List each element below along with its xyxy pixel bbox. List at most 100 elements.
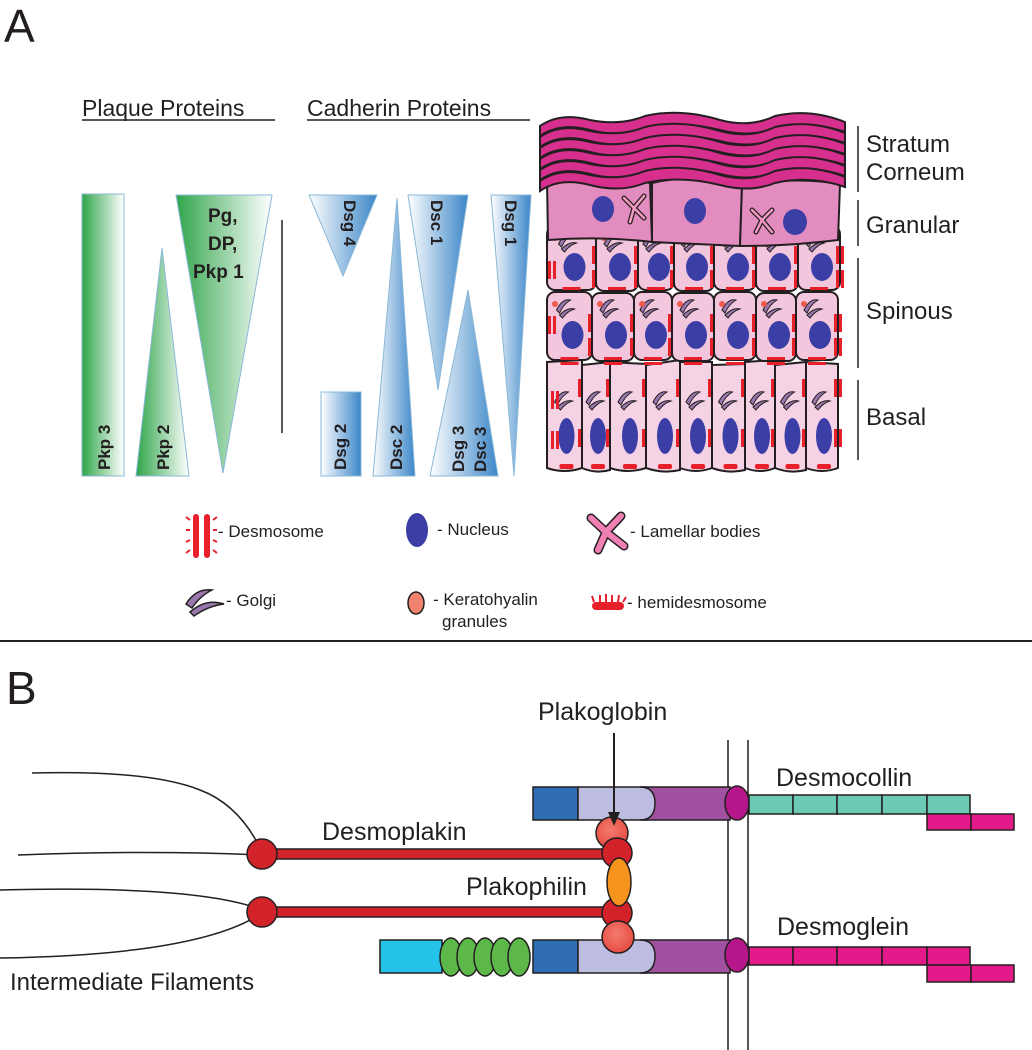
nucleus (648, 253, 670, 281)
corneum-label: Corneum (866, 159, 965, 186)
dp-label: DP, (208, 234, 237, 255)
pkp2-wedge (135, 247, 190, 477)
pkp3-wedge (81, 193, 125, 477)
desmoplakin-head (246, 838, 278, 870)
keratohyalin-granule (677, 301, 683, 307)
desmoglein-cyto-blue (532, 939, 579, 974)
nucleus (609, 253, 631, 281)
hemidesmosome (785, 464, 800, 469)
nucleus (558, 418, 575, 454)
desmosome (548, 261, 556, 279)
keratohyalin-granule (801, 301, 807, 307)
nucleus (685, 321, 707, 349)
golgi (617, 391, 638, 411)
desmosome (767, 357, 785, 365)
dsc2-wedge (372, 197, 416, 477)
pg-label: Pg, (208, 206, 238, 227)
keratohyalin-granule (597, 301, 603, 307)
basal-cell (679, 361, 713, 472)
desmocollin-cyto-blue (532, 786, 579, 821)
desmosome (808, 357, 826, 365)
stratum-corneum (539, 111, 846, 193)
golgi (599, 299, 620, 319)
golgi (685, 391, 706, 411)
nucleus (592, 196, 614, 222)
basal-cell (711, 362, 746, 473)
nucleus (690, 418, 706, 454)
dsg4-wedge (308, 194, 378, 278)
intermediate-filament (17, 851, 263, 856)
plakophilin-label: Plakophilin (466, 873, 587, 901)
desmosome (551, 391, 559, 409)
dsg2-wedge (320, 391, 362, 477)
nucleus (563, 253, 586, 281)
desmoglein-extracellular (748, 946, 1015, 983)
keratohyalin-granule (639, 301, 645, 307)
lamellar-body (622, 194, 646, 224)
pkp3-label: Pkp 3 (95, 425, 114, 470)
legend-hemidesmosome: - hemidesmosome (627, 593, 767, 612)
nucleus (727, 321, 749, 349)
dsc2-label: Dsc 2 (387, 425, 406, 470)
golgi (803, 299, 824, 319)
basal-cell (774, 360, 807, 473)
golgi (811, 391, 832, 411)
desmocollin-cyto-lavender (577, 786, 661, 821)
golgi (749, 391, 770, 411)
desmocollin-cyto-purple (639, 786, 731, 821)
plakoglobin-bottom (601, 920, 635, 954)
nucleus (657, 418, 673, 454)
nucleus (686, 253, 708, 281)
legend-golgi: - Golgi (226, 591, 276, 610)
hemidesmosome (755, 464, 769, 469)
panel-a-label: A (4, 0, 35, 52)
keratohyalin-granule (552, 301, 558, 307)
nucleus (622, 418, 638, 454)
desmoglein-cyan-domain (379, 939, 443, 974)
dsg4-label: Dsg 4 (340, 200, 359, 247)
pkp1-label: Pkp 1 (193, 262, 244, 283)
basal-layer (546, 358, 842, 473)
desmocollin-label: Desmocollin (776, 764, 912, 792)
desmosome-icon (185, 514, 218, 558)
basal-cell (805, 360, 839, 472)
nucleus (768, 321, 790, 349)
keratohyalin-icon (407, 591, 425, 615)
legend-granules: granules (442, 612, 507, 631)
panel-b-label: B (6, 662, 37, 714)
spinous-layer (546, 225, 844, 365)
basal-cell (546, 358, 583, 472)
golgi (679, 299, 700, 319)
basal-cell (645, 358, 681, 473)
hemidesmosome (723, 464, 738, 469)
keratohyalin-granule (761, 301, 767, 307)
epidermis-illustration: Stratum Corneum Granular Spinous Basal (539, 111, 965, 473)
hemidesmosome (691, 464, 705, 469)
nucleus (754, 418, 770, 454)
dsc1-wedge (407, 194, 469, 391)
plakophilin (606, 857, 632, 907)
desmocollin-transmembrane (724, 785, 750, 821)
dsc1-label: Dsc 1 (427, 200, 446, 245)
lamellar-bodies-icon (586, 511, 629, 555)
nucleus (783, 209, 807, 235)
hemidesmosome-icon (591, 594, 627, 610)
plaque-wedges: Pkp 3 Pkp 2 Pg, DP, Pkp 1 (81, 193, 283, 477)
dsg2-label: Dsg 2 (331, 424, 350, 470)
legend-desmosome: - Desmosome (218, 522, 324, 541)
desmocollin-extracellular (748, 794, 1015, 831)
cadherin-proteins-header: Cadherin Proteins (307, 95, 491, 121)
keratohyalin-granule (719, 301, 725, 307)
dsg1-wedge (490, 194, 532, 477)
desmoplakin-label: Desmoplakin (322, 818, 467, 846)
intermediate-filament (0, 912, 263, 959)
desmosome (834, 379, 842, 397)
plakoglobin-arrowhead (608, 812, 620, 826)
desmosome (644, 357, 662, 365)
desmosome (834, 429, 842, 447)
desmoplakin-head (246, 896, 278, 928)
hemidesmosome (817, 464, 831, 469)
legend-nucleus: - Nucleus (437, 520, 509, 539)
golgi (585, 391, 606, 411)
intermediate-filaments-label: Intermediate Filaments (10, 969, 254, 996)
